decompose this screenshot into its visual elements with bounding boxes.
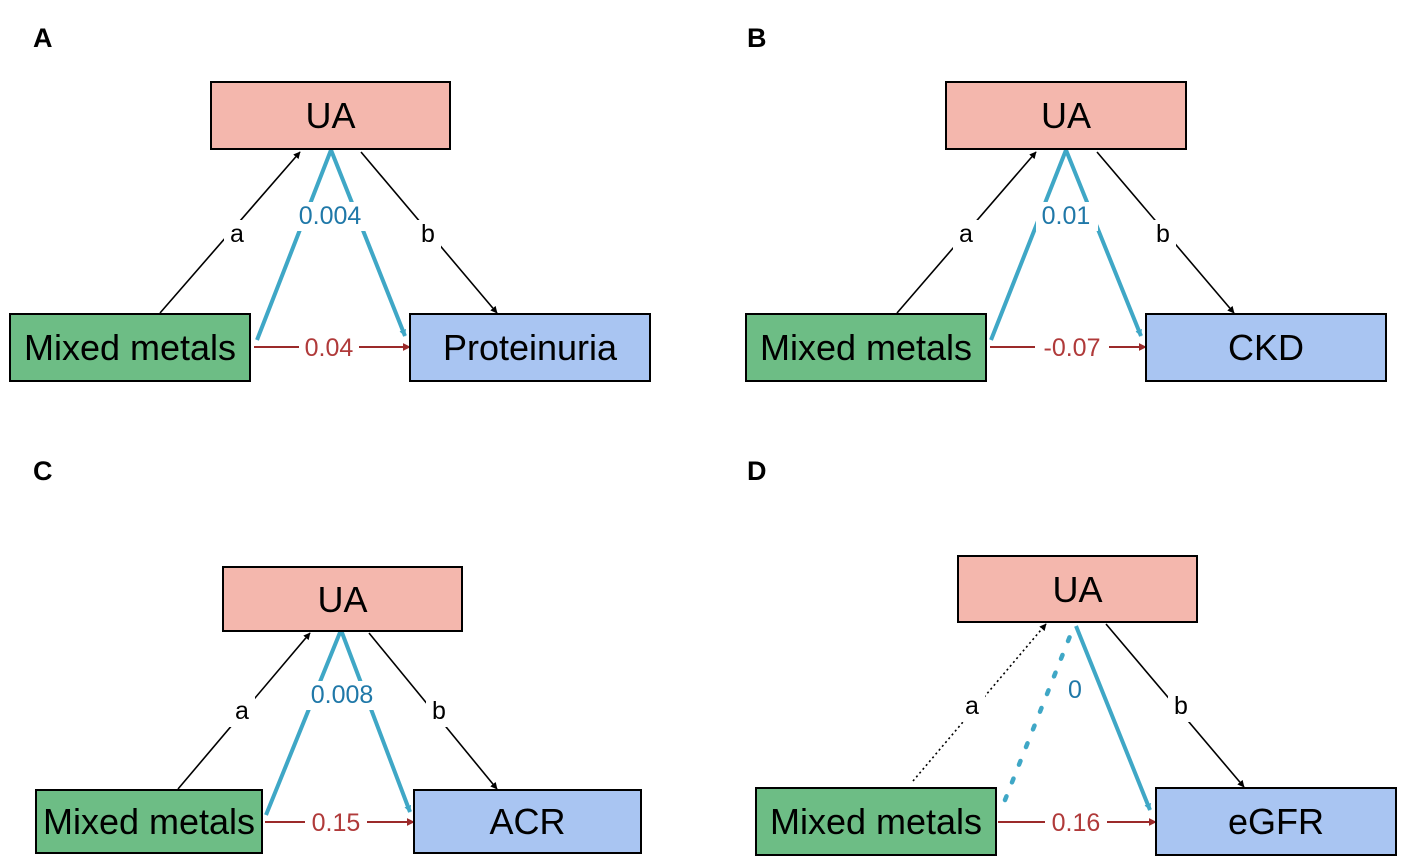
panel-c: C UA Mixed metals ACR a b 0.008 0.15 <box>33 456 642 854</box>
label-backdrop <box>1150 220 1176 250</box>
mediator-label: UA <box>1041 95 1091 136</box>
mediator-box <box>957 555 1198 623</box>
label-backdrop <box>291 202 369 231</box>
label-backdrop <box>1063 676 1087 705</box>
path-b-label: b <box>1174 692 1188 720</box>
indirect-effect-label: 0.008 <box>311 681 374 709</box>
outcome-label: Proteinuria <box>443 327 618 368</box>
panel-d: D UA Mixed metals eGFR a b 0 0.16 <box>747 456 1397 856</box>
mediator-label: UA <box>317 579 367 620</box>
label-backdrop <box>426 697 452 727</box>
indirect-effect-label: 0.01 <box>1042 202 1091 230</box>
mediator-box <box>222 566 463 632</box>
exposure-label: Mixed metals <box>770 801 982 842</box>
indirect-path-dotted <box>1002 623 1077 803</box>
mediator-label: UA <box>1052 569 1102 610</box>
label-backdrop <box>1036 202 1098 231</box>
panel-letter: B <box>747 23 767 53</box>
outcome-label: eGFR <box>1228 801 1324 842</box>
path-a-label: a <box>959 220 973 248</box>
path-b-label: b <box>1156 220 1170 248</box>
indirect-effect-label: 0.004 <box>299 202 362 230</box>
label-backdrop <box>1168 692 1194 722</box>
exposure-box <box>745 313 987 382</box>
path-b-label: b <box>421 220 435 248</box>
indirect-path <box>1074 625 1152 811</box>
path-b-label: b <box>432 697 446 725</box>
panel-letter: D <box>747 456 767 486</box>
exposure-label: Mixed metals <box>24 327 236 368</box>
indirect-effect-label: 0 <box>1068 676 1082 704</box>
panel-a: A UA Mixed metals Proteinuria a b 0.004 … <box>9 23 651 382</box>
panel-letter: A <box>33 23 53 53</box>
direct-effect-label: 0.15 <box>312 809 361 837</box>
label-backdrop <box>415 220 441 250</box>
path-a-arrow <box>912 623 1047 782</box>
path-a-label: a <box>965 692 979 720</box>
exposure-box <box>755 787 997 856</box>
panel-letter: C <box>33 456 53 486</box>
mediator-box <box>210 81 451 150</box>
outcome-label: CKD <box>1228 327 1304 368</box>
outcome-box <box>1145 313 1387 382</box>
label-backdrop <box>1045 810 1107 836</box>
label-backdrop <box>299 335 359 361</box>
path-a-label: a <box>235 697 249 725</box>
direct-effect-label: 0.16 <box>1052 809 1101 837</box>
exposure-label: Mixed metals <box>760 327 972 368</box>
label-backdrop <box>959 692 985 722</box>
outcome-label: ACR <box>489 801 565 842</box>
mediator-box <box>945 81 1187 150</box>
exposure-label: Mixed metals <box>43 801 255 842</box>
outcome-box <box>409 313 651 382</box>
label-backdrop <box>305 810 367 836</box>
direct-effect-label: 0.04 <box>305 334 354 362</box>
mediator-label: UA <box>305 95 355 136</box>
outcome-box <box>1155 787 1397 856</box>
label-backdrop <box>1035 335 1109 361</box>
exposure-box <box>35 789 263 854</box>
label-backdrop <box>224 220 250 250</box>
label-backdrop <box>229 697 255 727</box>
direct-effect-label: -0.07 <box>1044 334 1101 362</box>
outcome-box <box>413 789 642 854</box>
label-backdrop <box>953 220 979 250</box>
label-backdrop <box>302 681 382 710</box>
panel-b: B UA Mixed metals CKD a b 0.01 -0.07 <box>745 23 1387 382</box>
exposure-box <box>9 313 251 382</box>
path-a-label: a <box>230 220 244 248</box>
